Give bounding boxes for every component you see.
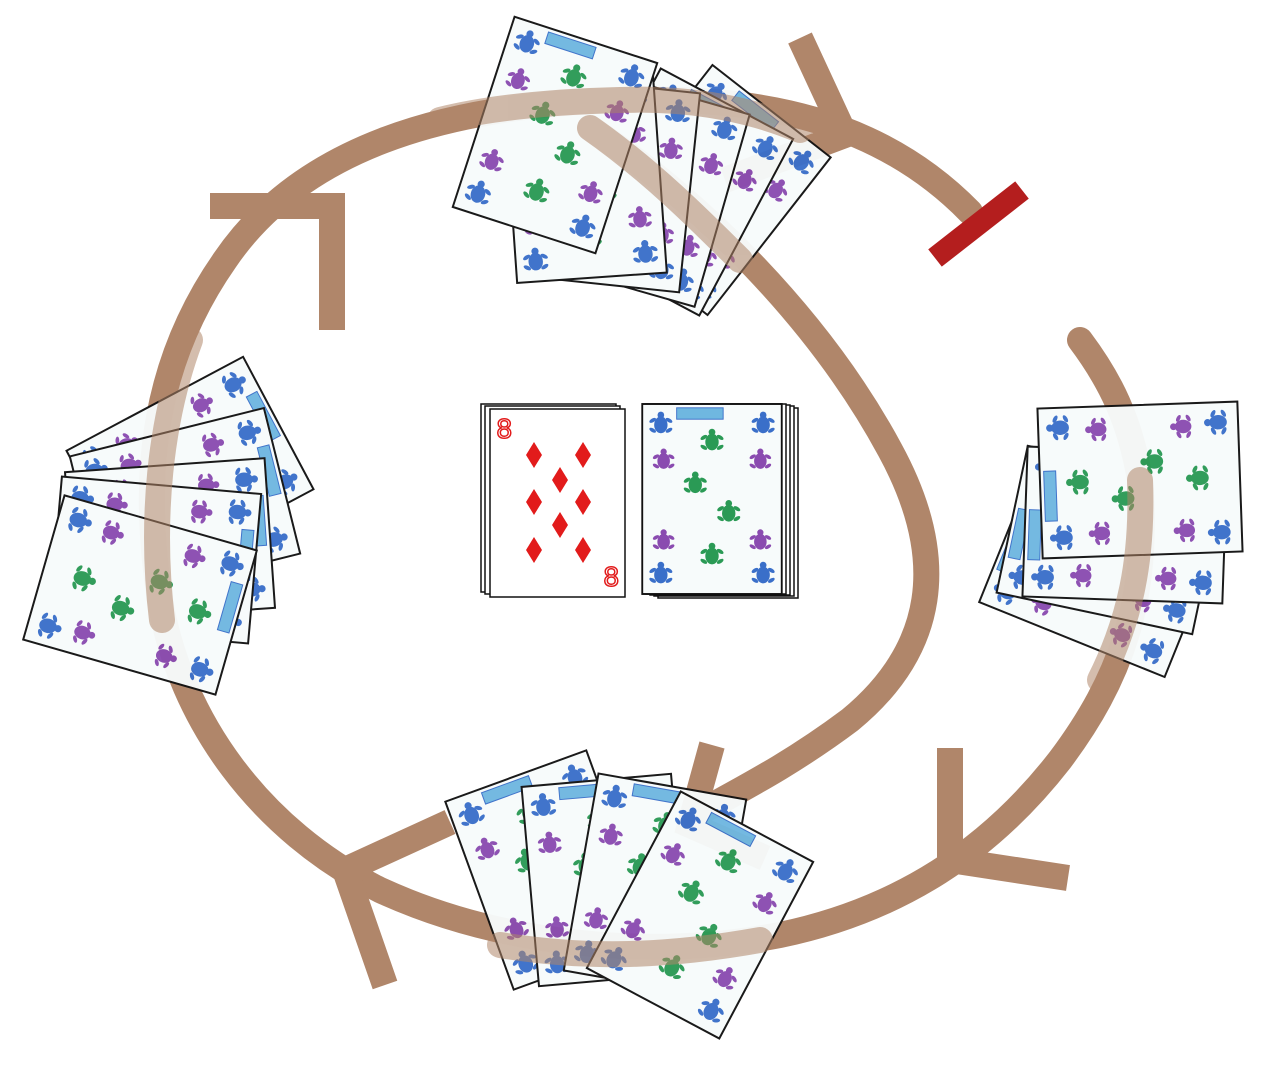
draw-pile [642, 404, 799, 599]
arrowhead-right-icon [937, 748, 1070, 891]
turn-order-arrow-overlay [144, 86, 1154, 968]
card-rank-bottom: 8 [603, 563, 620, 593]
stop-bar-icon [928, 181, 1029, 267]
face-card: 8 8 [489, 408, 626, 598]
arrowhead-top-left-icon [210, 193, 345, 330]
discard-pile: 8 8 [480, 403, 626, 598]
card-rank-top: 8 [496, 415, 513, 445]
draw-pile-top-card [642, 404, 782, 594]
arrowhead-bottom-left-icon [328, 810, 456, 990]
